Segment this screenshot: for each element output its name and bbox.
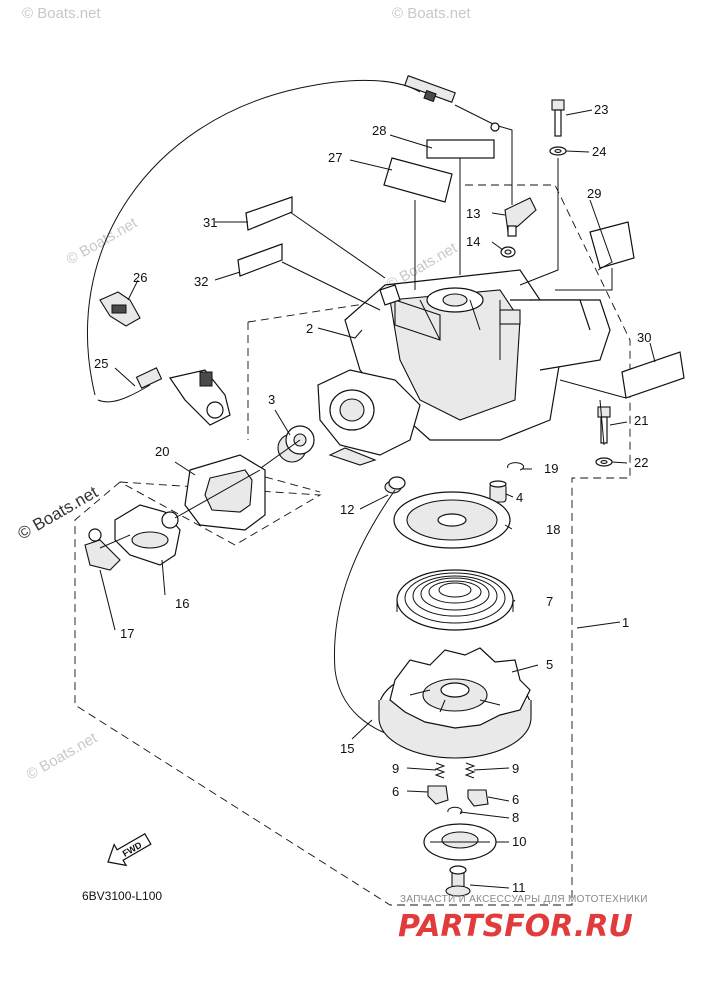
drive-plate-10 <box>423 823 497 861</box>
circlip-8 <box>447 806 463 815</box>
bolt-23 <box>551 99 565 137</box>
callout-7: 7 <box>546 594 553 609</box>
callout-24: 24 <box>592 144 606 159</box>
decal-31 <box>245 196 293 231</box>
watermark: © Boats.net <box>22 5 101 22</box>
bushing-3 <box>229 425 315 491</box>
callout-5: 5 <box>546 657 553 672</box>
callout-1: 1 <box>622 615 629 630</box>
callout-labels: 1 2 3 4 5 6 6 7 8 9 9 10 11 12 13 14 15 … <box>94 102 651 895</box>
starter-housing-2 <box>344 269 611 441</box>
connector-25 <box>135 367 231 426</box>
callout-12: 12 <box>340 502 354 517</box>
bolt-11 <box>445 865 471 897</box>
washer-22 <box>595 457 613 467</box>
decal-29 <box>589 221 635 269</box>
callout-19: 19 <box>544 461 558 476</box>
callout-13: 13 <box>466 206 480 221</box>
rope-15 <box>333 489 401 739</box>
spring-9-right <box>464 762 476 779</box>
leader-lines <box>99 109 656 889</box>
callout-10: 10 <box>512 834 526 849</box>
decal-27 <box>383 157 453 203</box>
decal-32 <box>237 243 283 277</box>
decal-30 <box>621 351 685 399</box>
watermark: © Boats.net <box>392 5 471 22</box>
lever-13 <box>504 197 537 237</box>
callout-32: 32 <box>194 274 208 289</box>
clip-26 <box>99 291 141 327</box>
handle-guide <box>317 369 421 466</box>
bolt-21 <box>597 406 611 444</box>
callout-23: 23 <box>594 102 608 117</box>
watermark: © Boats.net <box>24 729 101 783</box>
callout-3: 3 <box>268 392 275 407</box>
callout-16: 16 <box>175 596 189 611</box>
watermark: © Boats.net <box>15 482 102 543</box>
callout-11: 11 <box>512 880 526 895</box>
washer-24 <box>549 146 567 156</box>
callout-21: 21 <box>634 413 648 428</box>
drawing-code: 6BV3100-L100 <box>82 889 162 903</box>
callout-2: 2 <box>306 321 313 336</box>
pawl-6-right <box>467 789 489 807</box>
decal-28 <box>426 139 495 159</box>
plate-18 <box>393 491 511 549</box>
guide-12 <box>384 476 406 494</box>
cable-25 <box>86 75 513 403</box>
clip-17 <box>84 528 131 571</box>
sheave-drum-5 <box>378 647 532 759</box>
callout-28: 28 <box>372 123 386 138</box>
grommet-20 <box>184 454 266 531</box>
callout-9b: 9 <box>512 761 519 776</box>
spring-7 <box>396 569 514 631</box>
callout-6: 6 <box>392 784 399 799</box>
fwd-arrow-icon: FWD <box>107 832 152 867</box>
washer-14 <box>500 246 516 258</box>
shop-banner: ЗАПЧАСТИ И АКСЕССУАРЫ ДЛЯ МОТОТЕХНИКИ <box>400 894 648 905</box>
callout-8: 8 <box>512 810 519 825</box>
callout-17: 17 <box>120 626 134 641</box>
callout-14: 14 <box>466 234 480 249</box>
callout-30: 30 <box>637 330 651 345</box>
spring-9-left <box>434 762 446 779</box>
handle-16 <box>114 469 261 566</box>
callout-29: 29 <box>587 186 601 201</box>
callout-22: 22 <box>634 455 648 470</box>
shop-logo: PARTSFOR.RU <box>398 909 633 944</box>
watermark: © Boats.net <box>64 214 141 268</box>
callout-18: 18 <box>546 522 560 537</box>
callout-15: 15 <box>340 741 354 756</box>
callout-31: 31 <box>203 215 217 230</box>
callout-6b: 6 <box>512 792 519 807</box>
callout-20: 20 <box>155 444 169 459</box>
callout-25: 25 <box>94 356 108 371</box>
circlip-19 <box>507 462 524 471</box>
callout-27: 27 <box>328 150 342 165</box>
callout-4: 4 <box>516 490 523 505</box>
callout-26: 26 <box>133 270 147 285</box>
callout-9: 9 <box>392 761 399 776</box>
collar-4 <box>489 480 507 503</box>
pawl-6-left <box>427 785 449 805</box>
